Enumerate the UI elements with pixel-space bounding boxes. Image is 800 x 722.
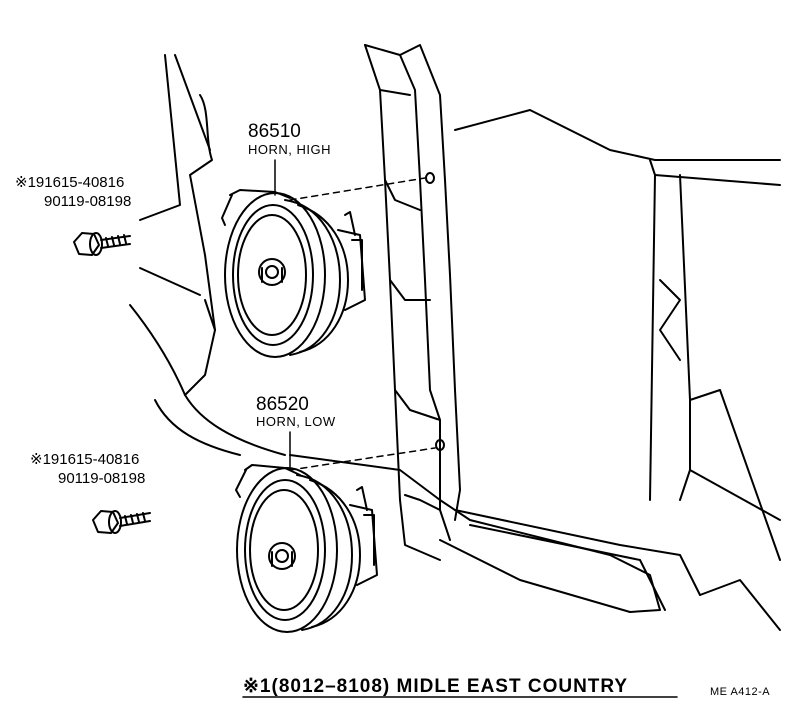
horn-low-drawing (236, 465, 377, 632)
label-leaders (275, 160, 290, 470)
upper-bolt-part-number-2: 90119-08198 (44, 193, 132, 210)
body-panel (130, 55, 700, 612)
bolt-lower-drawing (93, 511, 150, 533)
applicability-footnote: ※1(8012–8108) MIDLE EAST COUNTRY (243, 676, 629, 697)
bolt-upper-drawing (74, 233, 130, 255)
vertical-pillar (365, 45, 460, 560)
leader-lines (290, 178, 435, 470)
horn-high-part-number: 86510 (248, 121, 301, 142)
lower-bolt-part-number-1: ※191615-40816 (30, 451, 140, 468)
upper-bolt-part-number-1: ※191615-40816 (15, 174, 125, 191)
lower-bolt-part-number-2: 90119-08198 (58, 470, 146, 487)
horn-low-part-name: HORN, LOW (256, 414, 336, 429)
right-structure (455, 110, 780, 630)
horn-low-part-number: 86520 (256, 394, 309, 415)
horn-high-drawing (222, 190, 365, 357)
diagram-reference-code: ME A412-A (710, 686, 771, 698)
horn-high-part-name: HORN, HIGH (248, 142, 331, 157)
